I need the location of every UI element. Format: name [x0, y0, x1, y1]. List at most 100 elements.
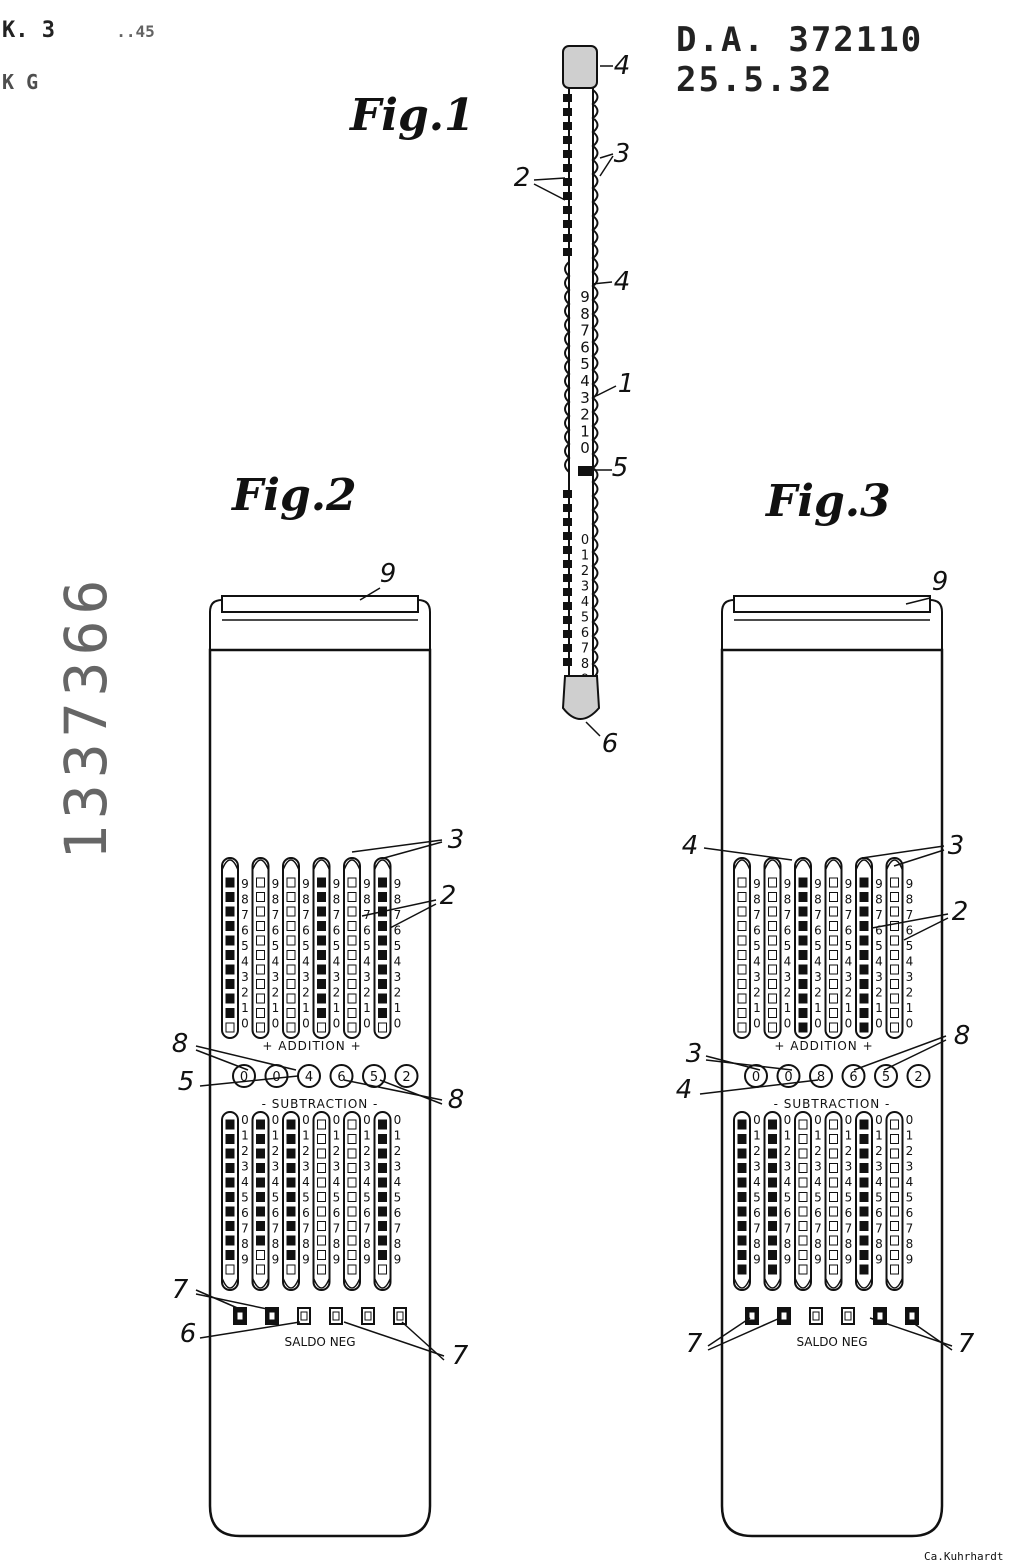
fig3-lower-digit: 3 — [906, 1160, 914, 1174]
fig3-upper-cell — [798, 1008, 808, 1018]
fig2-upper-digit: 5 — [241, 939, 249, 953]
fig3-upper-digit: 9 — [845, 877, 853, 891]
fig3-upper-digit: 3 — [875, 970, 883, 984]
fig1-tooth-left — [563, 234, 572, 242]
fig3-upper-digit: 3 — [814, 970, 822, 984]
fig2-upper-digit: 2 — [241, 986, 249, 1000]
fig2-lower-digit: 2 — [241, 1144, 249, 1158]
fig3-lower-digit: 1 — [753, 1129, 761, 1143]
fig2-upper-digit: 5 — [302, 939, 310, 953]
fig2-upper-cell — [225, 892, 235, 902]
fig2-upper-slot — [312, 857, 331, 1039]
header-registration: D.A. 372110 25.5.32 — [676, 20, 924, 100]
fig3-upper-digit: 0 — [753, 1017, 761, 1031]
header-ref-left-b: ..45 — [116, 22, 155, 41]
fig2-lower-cell — [286, 1163, 296, 1173]
fig3-upper-digit: 8 — [906, 893, 914, 907]
fig3-upper-cell — [798, 892, 808, 902]
fig3-upper-cell — [737, 921, 747, 931]
fig2-upper-digit: 4 — [333, 955, 341, 969]
fig2-upper-digit: 4 — [241, 955, 249, 969]
fig3-upper-cell — [890, 921, 899, 931]
fig3-upper-cell — [829, 950, 838, 960]
fig2-lower-cell — [256, 1148, 265, 1159]
fig2-lower-cell — [378, 1163, 387, 1173]
fig3-lower-cap — [885, 1277, 904, 1289]
fig3-leader-line — [905, 1317, 953, 1351]
fig2-lower-cell — [256, 1206, 265, 1217]
fig1-tooth-left — [563, 560, 572, 568]
fig3-lower-digit: 3 — [784, 1160, 792, 1174]
fig2-upper-cell — [286, 906, 296, 917]
fig3-upper-cell — [737, 892, 747, 902]
fig3-lower-digit: 2 — [814, 1144, 822, 1158]
fig3-lower-cell — [768, 1264, 777, 1275]
fig3-upper-cell — [768, 979, 777, 989]
fig3-upper-digit: 2 — [875, 986, 883, 1000]
fig2-upper-cell — [286, 979, 296, 989]
fig2-upper-digit: 0 — [272, 1017, 280, 1031]
fig2-lower-digit: 3 — [394, 1160, 402, 1174]
fig2-upper-cell — [286, 892, 296, 902]
fig2-lower-digit: 6 — [241, 1206, 249, 1220]
fig3-upper-cell — [768, 950, 777, 960]
fig3-lower-digit: 2 — [784, 1144, 792, 1158]
fig2-lower-digit: 7 — [272, 1222, 280, 1236]
fig2-upper-digit: 3 — [241, 970, 249, 984]
fig3-lower-cell — [768, 1206, 777, 1217]
header-ref-left-2: K G — [2, 70, 39, 94]
fig2-handle-bar — [221, 595, 419, 613]
fig2-upper-digit: 1 — [302, 1001, 310, 1015]
fig2-lower-digit: 7 — [394, 1222, 402, 1236]
fig3-upper-cell — [768, 892, 777, 902]
fig2-lower-cell — [347, 1235, 357, 1246]
fig2-lower-digit: 4 — [363, 1175, 371, 1189]
fig3-upper-cell — [829, 935, 838, 946]
fig1-ref-number: 5 — [612, 453, 629, 483]
fig3-upper-digit: 4 — [814, 955, 822, 969]
fig3-ref-number: 3 — [686, 1039, 703, 1069]
fig2-ref-number: 8 — [172, 1029, 189, 1059]
fig2-upper-cell — [225, 964, 235, 975]
fig3-ref-number: 2 — [952, 897, 969, 927]
fig3-upper-digit: 9 — [814, 877, 822, 891]
fig1-strip: 987654321001234567894324156 — [514, 45, 634, 759]
fig1-digit-upper: 8 — [580, 305, 590, 323]
fig2-upper-cap — [251, 859, 270, 871]
fig3-lower-cell — [737, 1148, 747, 1159]
fig2-upper-digit: 0 — [333, 1017, 341, 1031]
fig3-lower-cell — [798, 1206, 808, 1217]
fig3-lower-digit: 9 — [753, 1253, 761, 1267]
fig3-dial-digit: 8 — [817, 1070, 825, 1085]
fig3-lower-digit: 0 — [906, 1113, 914, 1127]
fig2-lower-digit: 2 — [363, 1144, 371, 1158]
fig3-lower-cell — [737, 1235, 747, 1246]
fig3-lower-cell — [890, 1177, 899, 1188]
fig2-dial-digit: 2 — [402, 1070, 410, 1085]
fig2-lower-digit: 5 — [333, 1191, 341, 1205]
fig2-lower-cell — [225, 1250, 235, 1260]
fig2-upper-cell — [378, 993, 387, 1004]
fig3-upper-cell — [798, 906, 808, 917]
fig2-upper-digit: 9 — [333, 877, 341, 891]
fig3-lower-digit: 2 — [906, 1144, 914, 1158]
fig3-lower-cell — [737, 1134, 747, 1144]
fig2-upper-cell — [317, 993, 326, 1004]
fig3-upper-digit: 2 — [784, 986, 792, 1000]
fig1-digit-lower: 8 — [581, 657, 589, 672]
fig3-upper-cell — [859, 950, 869, 960]
fig2-leader-line — [195, 1289, 243, 1311]
fig2-upper-digit: 5 — [394, 939, 402, 953]
fig2-upper-cell — [347, 950, 357, 960]
fig2-lower-cell — [378, 1221, 387, 1231]
fig3-lower-digit: 1 — [814, 1129, 822, 1143]
fig3-subtraction-label: - SUBTRACTION - — [774, 1097, 891, 1111]
fig2-leader-line — [195, 1045, 297, 1071]
fig3-upper-cell — [798, 921, 808, 931]
fig3-upper-digit: 2 — [753, 986, 761, 1000]
fig2-upper-cell — [286, 877, 296, 888]
fig3-lower-digit: 7 — [784, 1222, 792, 1236]
fig2-dial-digit: 0 — [240, 1070, 248, 1085]
fig3-body — [720, 648, 944, 1538]
fig2-lower-cell — [225, 1119, 235, 1130]
